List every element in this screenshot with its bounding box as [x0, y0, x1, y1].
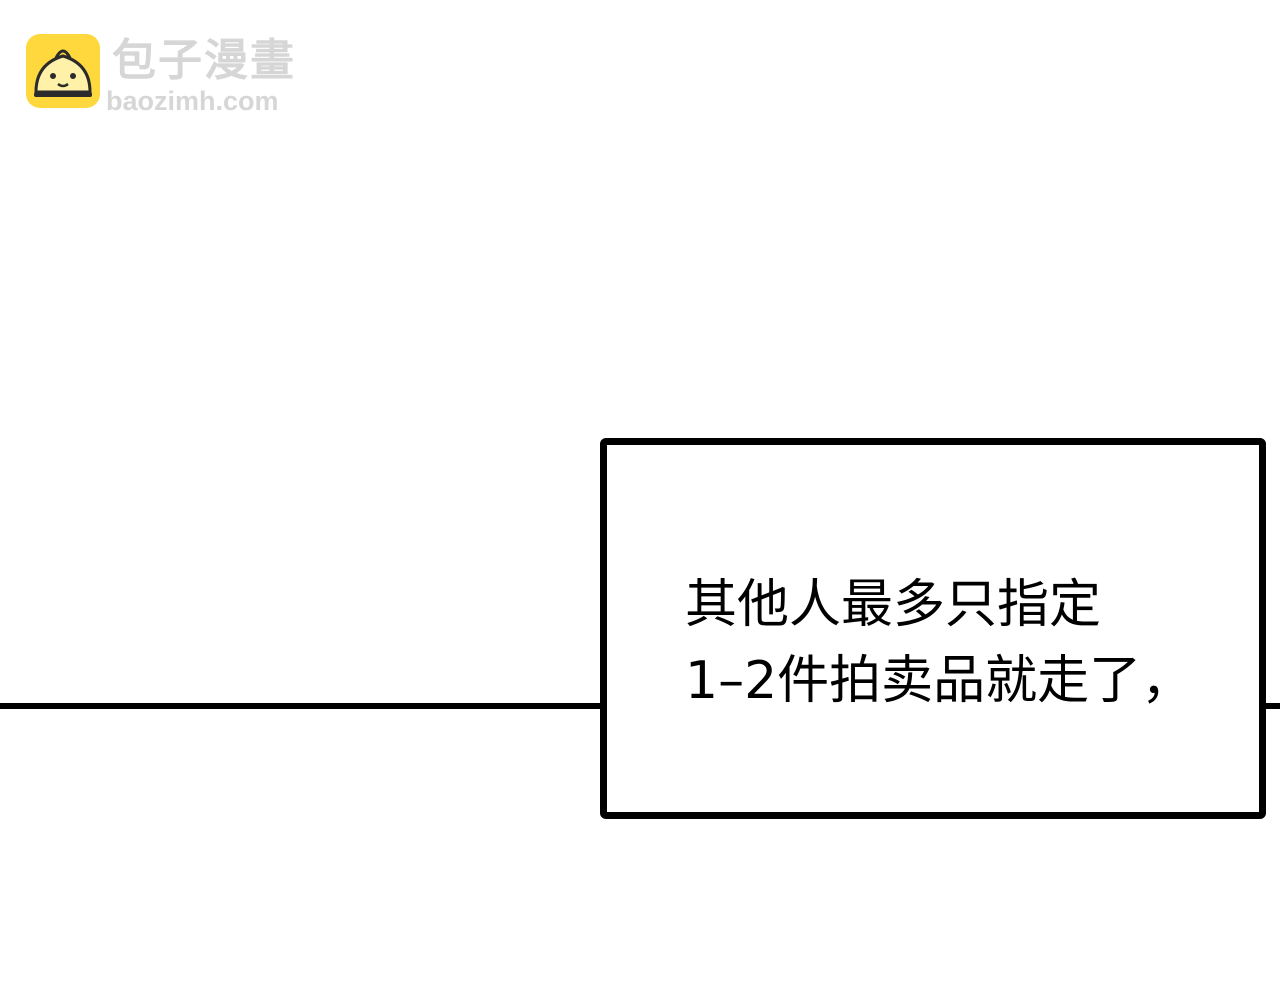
watermark-url: baozimh.com: [106, 86, 279, 116]
horizontal-rule-left: [0, 703, 604, 709]
caption-line-2: 1–2件拍卖品就走了，: [685, 651, 1194, 711]
watermark-title: 包子漫畫: [112, 35, 296, 86]
caption-line-1: 其他人最多只指定: [685, 575, 1102, 635]
horizontal-rule-right: [1258, 703, 1280, 709]
caption-text: 其他人最多只指定 1–2件拍卖品就走了，: [685, 567, 1193, 719]
steamed-bun-icon: [26, 34, 100, 108]
caption-box: 其他人最多只指定 1–2件拍卖品就走了，: [600, 438, 1266, 819]
watermark: 包子漫畫 baozimh.com: [26, 34, 326, 116]
